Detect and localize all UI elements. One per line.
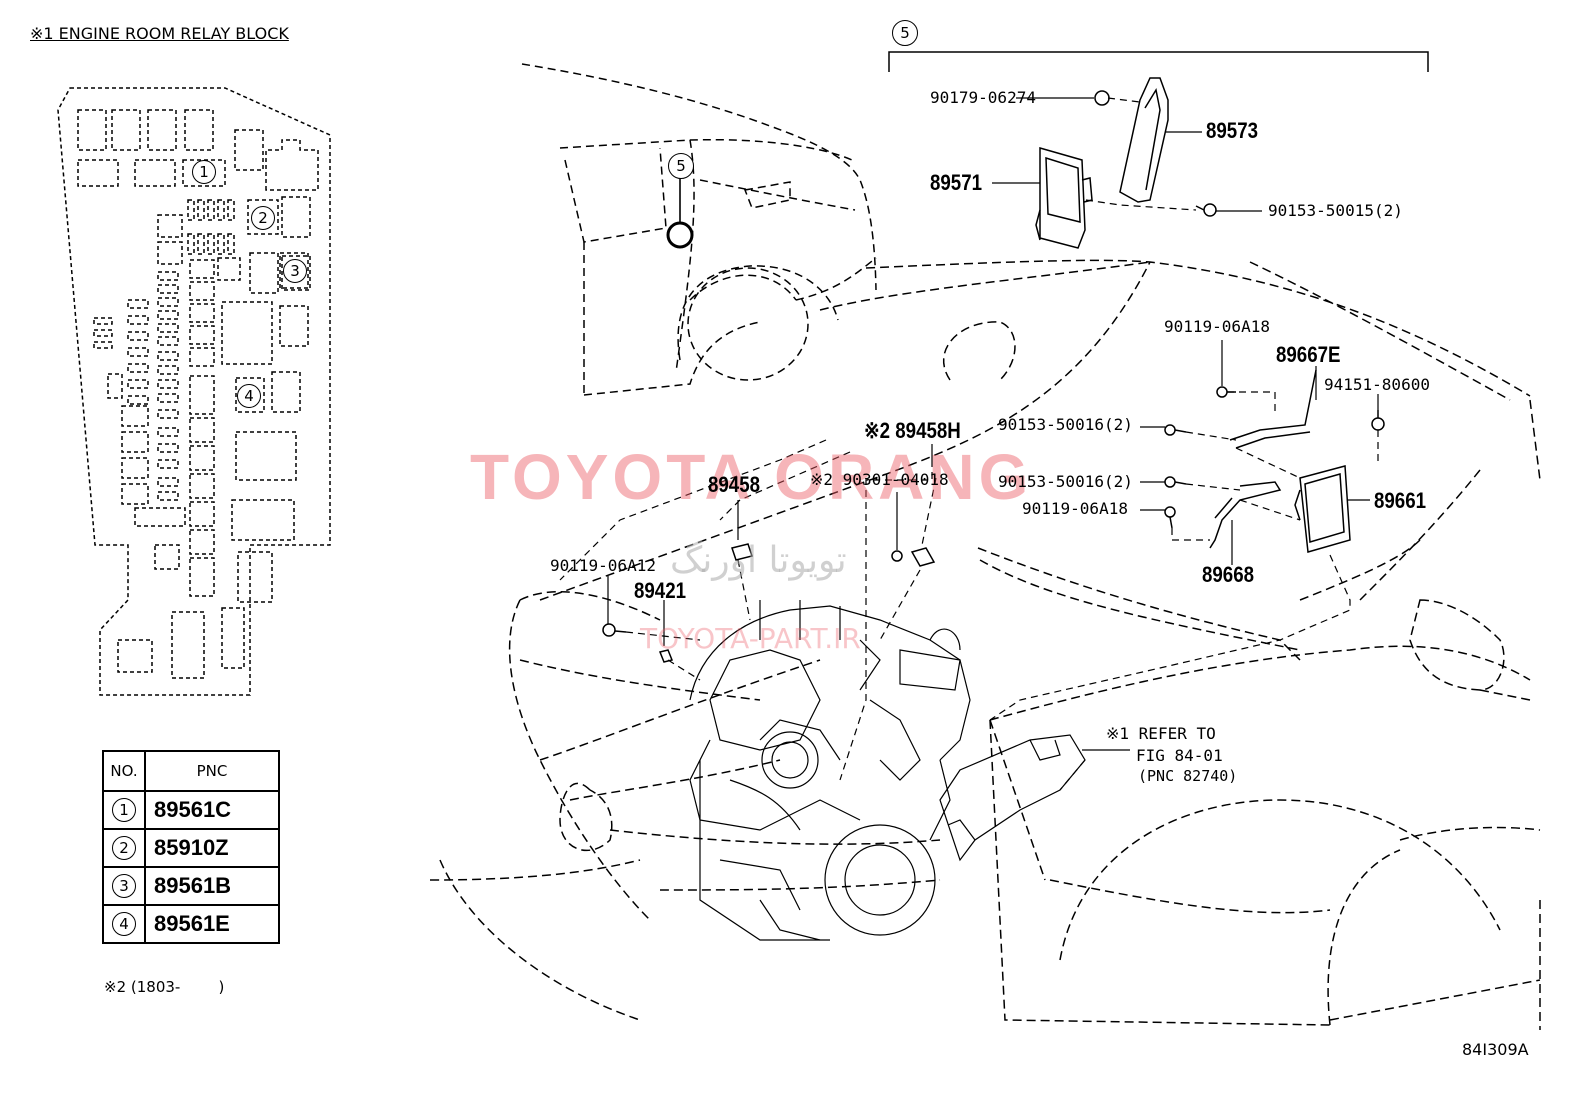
part-90301-04018[interactable]: ※2 90301-04018 xyxy=(810,470,949,489)
mount-marker-circle xyxy=(666,221,694,249)
ecu-89661 xyxy=(1294,465,1351,553)
bracket-89668 xyxy=(1209,481,1282,549)
row-number: 3 xyxy=(112,874,136,898)
col-header-pnc: PNC xyxy=(144,750,280,792)
part-90119-06A12[interactable]: 90119-06A12 xyxy=(550,556,656,575)
col-header-no: NO. xyxy=(102,750,146,792)
relay-block-outline xyxy=(57,87,331,696)
part-89458[interactable]: 89458 xyxy=(708,472,761,497)
table-row: 3 89561B xyxy=(102,866,280,906)
pnc-table: NO. PNC 1 89561C 2 85910Z 3 89561B 4 895… xyxy=(102,750,280,944)
row-number: 2 xyxy=(112,836,136,860)
part-90153-50016-a[interactable]: 90153-50016(2) xyxy=(998,415,1133,434)
row-number: 4 xyxy=(112,912,136,936)
relay-slot-1: 1 xyxy=(192,160,216,184)
table-row: 4 89561E xyxy=(102,904,280,944)
row-pnc[interactable]: 85910Z xyxy=(144,828,280,868)
relay-slot-3: 3 xyxy=(283,259,307,283)
part-89571[interactable]: 89571 xyxy=(930,170,983,195)
date-note: ※2 (1803- ) xyxy=(104,978,225,996)
ecu-89571 xyxy=(1035,147,1093,249)
bracket-5 xyxy=(888,51,1429,72)
part-89573[interactable]: 89573 xyxy=(1206,118,1259,143)
part-89668[interactable]: 89668 xyxy=(1202,562,1255,587)
part-90153-50015[interactable]: 90153-50015(2) xyxy=(1268,201,1403,220)
fasteners xyxy=(602,386,1385,663)
part-90179-06274[interactable]: 90179-06274 xyxy=(930,88,1036,107)
relay-block-title: ※1 ENGINE ROOM RELAY BLOCK xyxy=(30,24,289,43)
front-car-sketch xyxy=(429,259,1541,1030)
part-89458H[interactable]: ※2 89458H xyxy=(864,418,961,443)
rear-car-sketch xyxy=(521,63,877,396)
refer-line-2[interactable]: FIG 84-01 xyxy=(1136,746,1223,765)
table-row: 2 85910Z xyxy=(102,828,280,868)
part-90119-06A18-mid[interactable]: 90119-06A18 xyxy=(1022,499,1128,518)
refer-line-3: (PNC 82740) xyxy=(1138,767,1238,785)
row-pnc[interactable]: 89561B xyxy=(144,866,280,906)
engine-sketch xyxy=(689,600,1086,941)
bracket-89573 xyxy=(1119,77,1169,203)
row-number: 1 xyxy=(112,798,136,822)
part-89667E[interactable]: 89667E xyxy=(1276,342,1341,367)
watermark-arabic: تویوتا اورنگ xyxy=(670,540,847,581)
relay-slot-2: 2 xyxy=(251,206,275,230)
bracket-label-5: 5 xyxy=(892,20,918,46)
part-94151-80600[interactable]: 94151-80600 xyxy=(1324,375,1430,394)
car-marker-5: 5 xyxy=(668,153,694,179)
figure-code: 84I309A xyxy=(1462,1040,1529,1059)
part-89661[interactable]: 89661 xyxy=(1374,488,1427,513)
part-89421[interactable]: 89421 xyxy=(634,578,687,603)
table-row: 1 89561C xyxy=(102,790,280,830)
part-90153-50016-b[interactable]: 90153-50016(2) xyxy=(998,472,1133,491)
leader-lines xyxy=(607,97,1379,751)
refer-line-1: ※1 REFER TO xyxy=(1106,724,1216,743)
relay-slot-4: 4 xyxy=(237,384,261,408)
watermark-site: TOYOTA-PART.IR xyxy=(640,622,861,655)
part-90119-06A18-top[interactable]: 90119-06A18 xyxy=(1164,317,1270,336)
watermark-brand: TOYOTA ORANG xyxy=(470,441,1033,513)
bracket-89667E xyxy=(1229,369,1317,449)
dashed-leaders xyxy=(559,97,1379,791)
row-pnc[interactable]: 89561E xyxy=(144,904,280,944)
row-pnc[interactable]: 89561C xyxy=(144,790,280,830)
